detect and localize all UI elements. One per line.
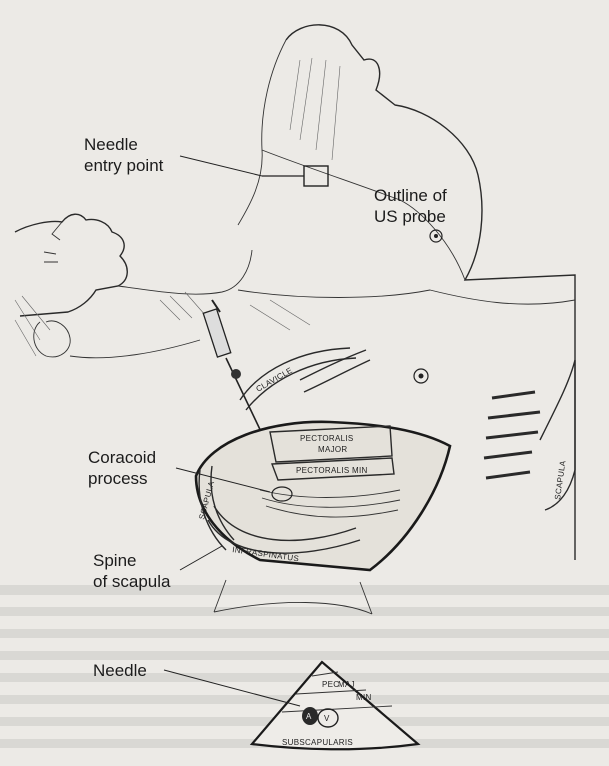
leader-needle-entry bbox=[180, 156, 262, 176]
external-tube bbox=[300, 350, 370, 392]
us-maj-text: MAJ bbox=[338, 680, 355, 689]
us-vein-label: V bbox=[324, 714, 330, 723]
hair-hatching bbox=[15, 296, 50, 356]
pectoralis-major-text-1: PECTORALIS bbox=[300, 434, 354, 443]
nose bbox=[52, 222, 62, 240]
label-us-probe: Outline of US probe bbox=[374, 185, 447, 227]
leader-spine bbox=[180, 546, 222, 570]
label-needle: Needle bbox=[93, 660, 147, 681]
us-min-text: MIN bbox=[356, 693, 372, 702]
neck-line bbox=[118, 250, 252, 294]
us-pec-text: PEC bbox=[322, 680, 339, 689]
rib-markings bbox=[484, 392, 540, 478]
chest-line bbox=[238, 290, 575, 304]
pectoralis-major-text-2: MAJOR bbox=[318, 445, 348, 454]
us-probe-icon bbox=[304, 166, 328, 186]
head-outline bbox=[15, 214, 127, 316]
chest-shading bbox=[160, 292, 310, 330]
arm-inner-line bbox=[238, 40, 286, 225]
label-spine-of-scapula: Spine of scapula bbox=[93, 550, 171, 592]
clavicle-text: CLAVICLE bbox=[255, 366, 295, 394]
label-coracoid-process: Coracoid process bbox=[88, 447, 156, 489]
pectoralis-minor-text: PECTORALIS MIN bbox=[296, 466, 368, 475]
label-needle-entry: Needle entry point bbox=[84, 134, 163, 176]
upper-arm-shading bbox=[290, 58, 340, 160]
lips bbox=[44, 252, 58, 262]
clavicle-band bbox=[240, 348, 356, 410]
neck-lower bbox=[70, 340, 200, 358]
us-subscapularis-text: SUBSCAPULARIS bbox=[282, 738, 353, 747]
us-artery-label: A bbox=[306, 712, 312, 721]
